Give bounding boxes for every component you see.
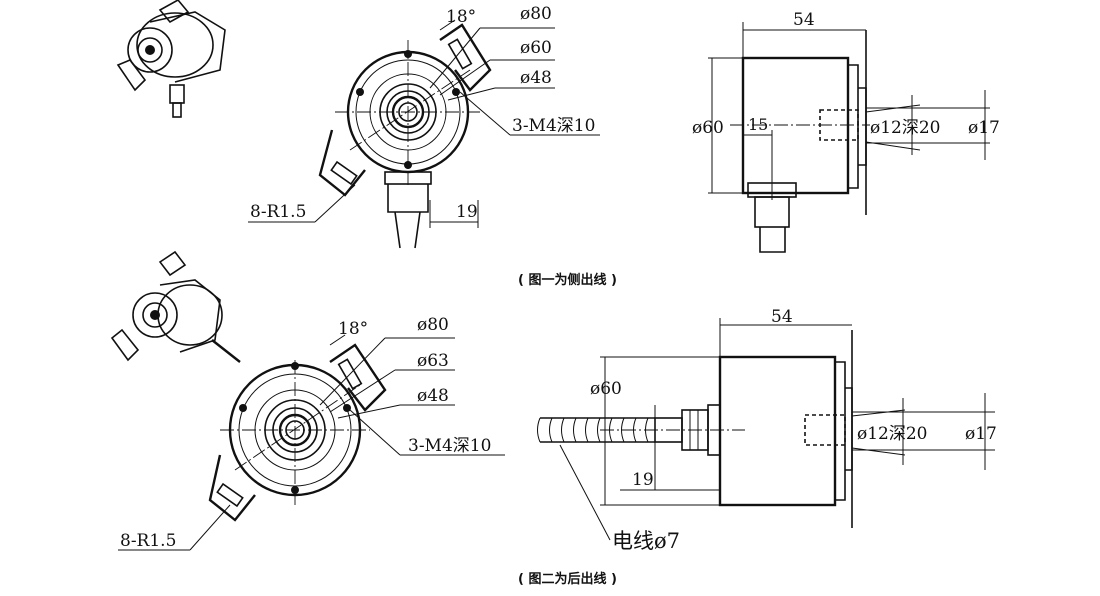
cable-pos-label-2: 19	[632, 470, 654, 490]
side-view-2	[537, 318, 995, 541]
angle-label-1: 18°	[446, 7, 476, 27]
angle-label-2: 18°	[338, 319, 368, 339]
caption-2: ( 图二为后出线 )	[518, 571, 617, 587]
inner-dia-label-2: ø48	[417, 386, 449, 406]
length-label-1: 54	[793, 10, 815, 30]
bore-label-1: ø12深20	[870, 118, 941, 138]
inner-dia-label-1: ø48	[520, 68, 552, 88]
front-view-2	[118, 334, 505, 551]
front-view-1	[248, 19, 600, 249]
cable-label-2: 电线ø7	[612, 529, 680, 553]
encoder-iso-thumbnail-2	[110, 250, 241, 363]
offset-label-1: 19	[456, 202, 478, 222]
length-label-2: 54	[771, 307, 793, 327]
body-dia-label-2: ø60	[590, 379, 622, 399]
figure-2: 18° ø80 ø63 ø48 3-M4深10 8-R1.5	[110, 250, 997, 587]
flange-label-2: ø17	[965, 424, 997, 444]
flange-label-1: ø17	[968, 118, 1000, 138]
mid-dia-label-2: ø63	[417, 351, 449, 371]
caption-1: ( 图一为侧出线 )	[518, 272, 617, 288]
encoder-iso-thumbnail-1	[116, 0, 226, 118]
bore-label-2: ø12深20	[857, 424, 928, 444]
cable-pos-label-1: 15	[748, 115, 768, 134]
slots-label-1: 8-R1.5	[250, 202, 306, 222]
figure-1: 18° ø80 ø60 ø48 3-M4深10 8-R1.5 19	[116, 0, 1000, 288]
holes-label-1: 3-M4深10	[512, 116, 595, 136]
slots-label-2: 8-R1.5	[120, 531, 176, 551]
side-view-1	[708, 22, 990, 253]
outer-dia-label-1: ø80	[520, 4, 552, 24]
holes-label-2: 3-M4深10	[408, 436, 491, 456]
mid-dia-label-1: ø60	[520, 38, 552, 58]
outer-dia-label-2: ø80	[417, 315, 449, 335]
body-dia-label-1: ø60	[692, 118, 724, 138]
